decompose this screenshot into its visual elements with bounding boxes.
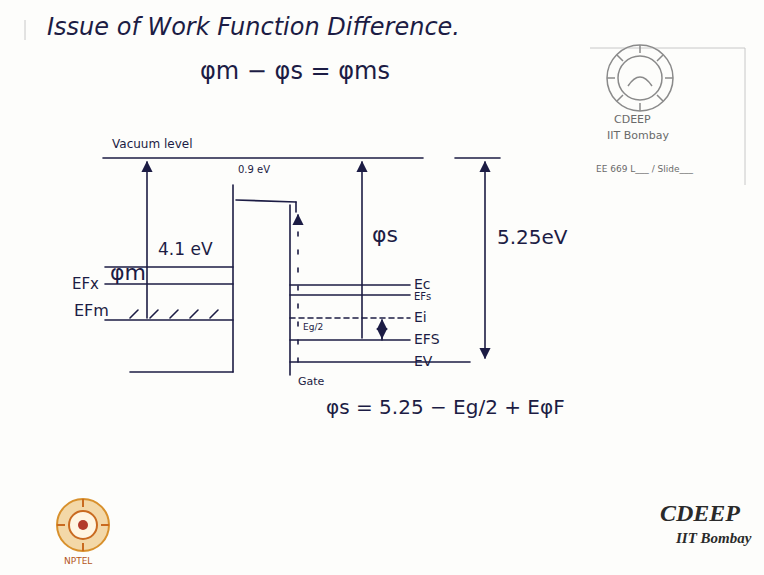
symbol-label: φs: [372, 222, 398, 247]
equation: φs = 5.25 − Eg/2 + EφF: [326, 396, 565, 419]
level-label: Vacuum level: [112, 138, 192, 152]
level-label: Ec: [414, 276, 431, 292]
level-label: EFs: [414, 291, 431, 303]
symbol-label: φm: [110, 260, 146, 285]
level-label: EFS: [414, 331, 440, 347]
equation: φm − φs = φms: [200, 58, 390, 86]
energy-value: 0.9 eV: [238, 164, 270, 176]
gap-label: Eg/2: [303, 322, 323, 332]
slide-number: EE 669 L___ / Slide___: [596, 164, 693, 174]
level-label: EFx: [72, 276, 99, 293]
energy-value: 4.1 eV: [158, 240, 213, 260]
level-label: EV: [414, 353, 432, 369]
energy-value: 5.25eV: [497, 226, 568, 249]
logo-text: IIT Bombay: [607, 130, 669, 143]
note-label: Gate: [298, 376, 324, 389]
logo-text: NPTEL: [64, 556, 92, 566]
slide-title: Issue of Work Function Difference.: [47, 14, 460, 42]
level-label: EFm: [74, 302, 109, 320]
logo-text: CDEEP: [614, 114, 651, 127]
logo-text: IIT Bombay: [676, 530, 751, 547]
logo-text: CDEEP: [660, 500, 740, 528]
level-label: Ei: [414, 309, 427, 325]
